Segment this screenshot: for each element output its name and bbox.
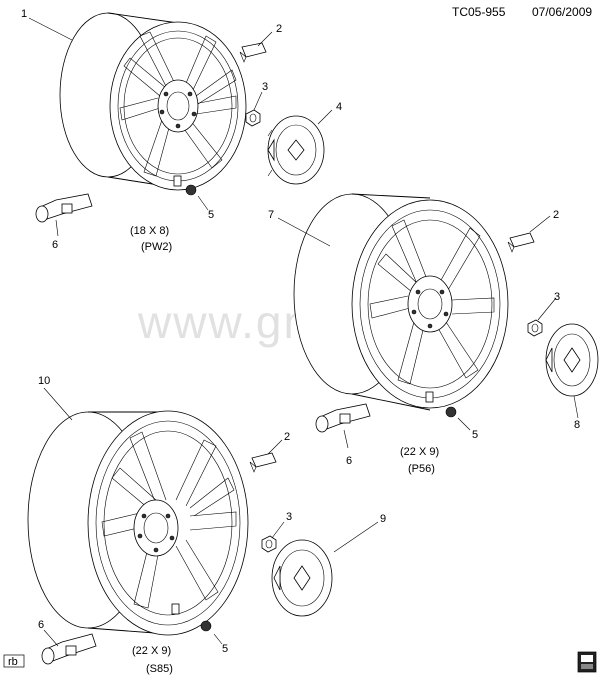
wheel-3-callout: 10	[38, 375, 50, 387]
w1-callout-2: 2	[276, 23, 282, 35]
footer-tag: rb	[3, 654, 25, 668]
w3-callout-3: 3	[286, 511, 292, 523]
w3-callout-6: 6	[38, 619, 44, 631]
w3-callout-9: 9	[380, 513, 386, 525]
w2-callout-6: 6	[346, 455, 352, 467]
w1-callout-5: 5	[208, 209, 214, 221]
wheel-2-code: (P56)	[408, 463, 435, 475]
w2-callout-5: 5	[472, 429, 478, 441]
wheel-3-tire-pressure-sensor[interactable]	[41, 633, 97, 665]
w1-callout-4: 4	[336, 101, 342, 113]
wheel-1-tire-pressure-sensor[interactable]	[35, 193, 93, 223]
wheel-1-lug-nut[interactable]	[245, 109, 261, 127]
wheel-2-size: (22 X 9)	[400, 446, 439, 458]
w1-callout-3: 3	[262, 81, 268, 93]
wheel-2-tire-pressure-sensor[interactable]	[315, 403, 371, 433]
wheel-3-code: (S85)	[146, 663, 173, 675]
w2-callout-2: 2	[553, 209, 559, 221]
w3-callout-5: 5	[222, 643, 228, 655]
w3-callout-2: 2	[284, 431, 290, 443]
wheel-2-valve-nut[interactable]	[445, 406, 457, 418]
wheel-2-lug-nut[interactable]	[527, 319, 543, 337]
wheel-2-balance-weight[interactable]	[507, 232, 535, 253]
wheel-3-group: 10 2 3 9 5 6 (22 X 9) (S85)	[27, 375, 386, 675]
wheel-2-group: 7 2 3 8 5 6 (22 X 9) (P56)	[268, 193, 599, 475]
wheel-3[interactable]	[27, 410, 249, 636]
wheel-1[interactable]	[59, 12, 247, 191]
diagram-date: 07/06/2009	[532, 5, 592, 19]
print-icon	[577, 651, 597, 673]
wheel-1-code: (PW2)	[141, 241, 172, 253]
wheel-3-lug-nut[interactable]	[261, 535, 277, 553]
wheel-1-valve-nut[interactable]	[185, 184, 197, 196]
wheel-2[interactable]	[293, 193, 509, 411]
wheel-1-size: (18 X 8)	[130, 225, 169, 237]
wheel-2-center-cap[interactable]	[545, 323, 599, 397]
wheel-1-center-cap[interactable]	[267, 115, 325, 185]
wheel-3-balance-weight[interactable]	[249, 452, 277, 473]
wheel-1-balance-weight[interactable]	[239, 42, 267, 63]
w1-callout-6: 6	[52, 239, 58, 251]
diagram-code: TC05-955	[452, 5, 506, 19]
wheel-3-center-cap[interactable]	[271, 539, 333, 617]
wheel-1-group: 1 2 3 4 5 6 (18 X 8) (PW2)	[21, 8, 342, 253]
w2-callout-8: 8	[574, 419, 580, 431]
wheel-3-valve-nut[interactable]	[200, 620, 212, 632]
w2-callout-3: 3	[554, 291, 560, 303]
wheel-1-callout: 1	[21, 8, 27, 20]
wheel-2-callout: 7	[268, 209, 274, 221]
footer-tag-text: rb	[8, 656, 18, 668]
wheel-3-size: (22 X 9)	[132, 645, 171, 657]
